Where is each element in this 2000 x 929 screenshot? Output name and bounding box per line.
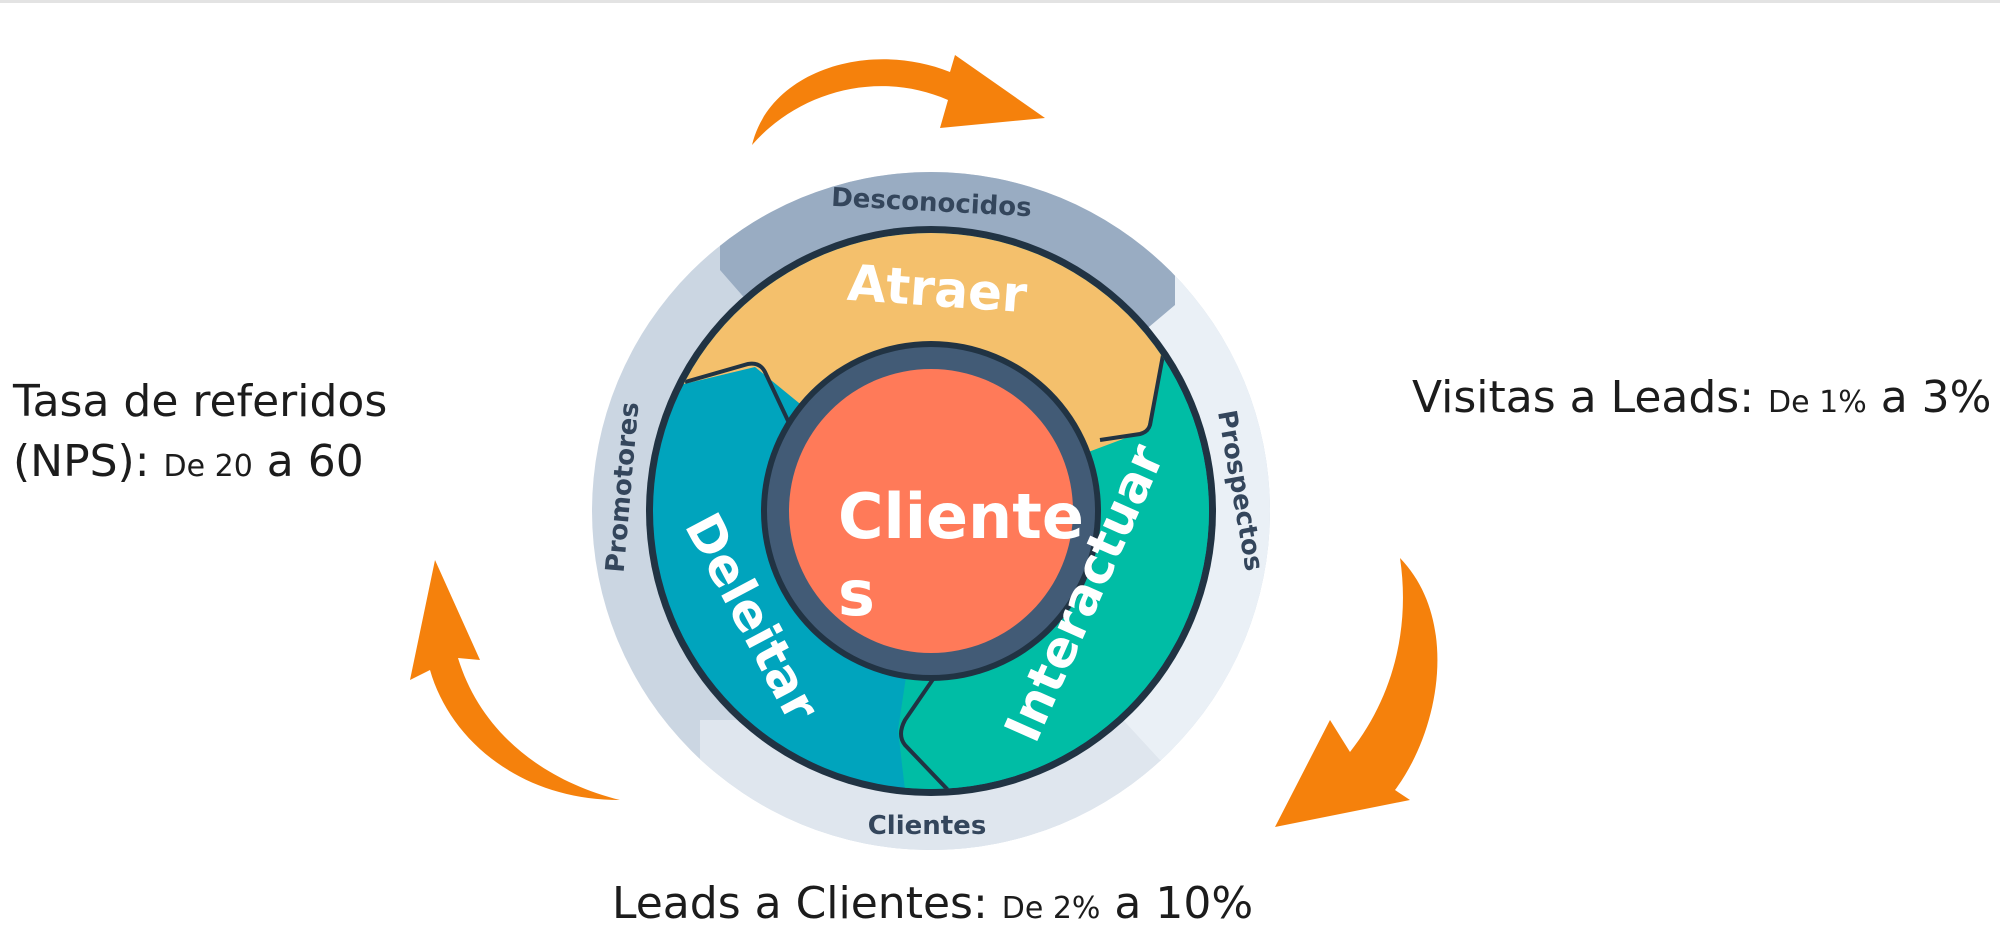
top-divider	[0, 0, 2000, 3]
arrow-right	[1275, 558, 1438, 827]
segment-label-attract: Atraer	[846, 254, 1030, 324]
segment-divider-bottom	[899, 638, 962, 789]
metric-leads-a-clientes: Leads a Clientes: De 2% a 10%	[612, 878, 1254, 929]
core-label-line2: s	[838, 557, 875, 630]
core-label-line1: Cliente	[838, 480, 1084, 553]
segment-divider-right	[1099, 354, 1165, 442]
metric-tasa-de-referidos: Tasa de referidos (NPS): De 20 a 60	[13, 376, 388, 487]
arrow-top-icon	[752, 55, 1045, 145]
arrow-top	[752, 55, 1045, 145]
core-circle	[789, 369, 1073, 653]
outer-label-bottom: Clientes	[868, 811, 987, 841]
arrow-left-icon	[410, 560, 620, 800]
arrow-right-icon	[1275, 558, 1438, 827]
metric-visitas-a-leads: Visitas a Leads: De 1% a 3%	[1412, 372, 1992, 423]
arrow-left	[410, 560, 620, 800]
segment-divider-left	[684, 361, 792, 426]
